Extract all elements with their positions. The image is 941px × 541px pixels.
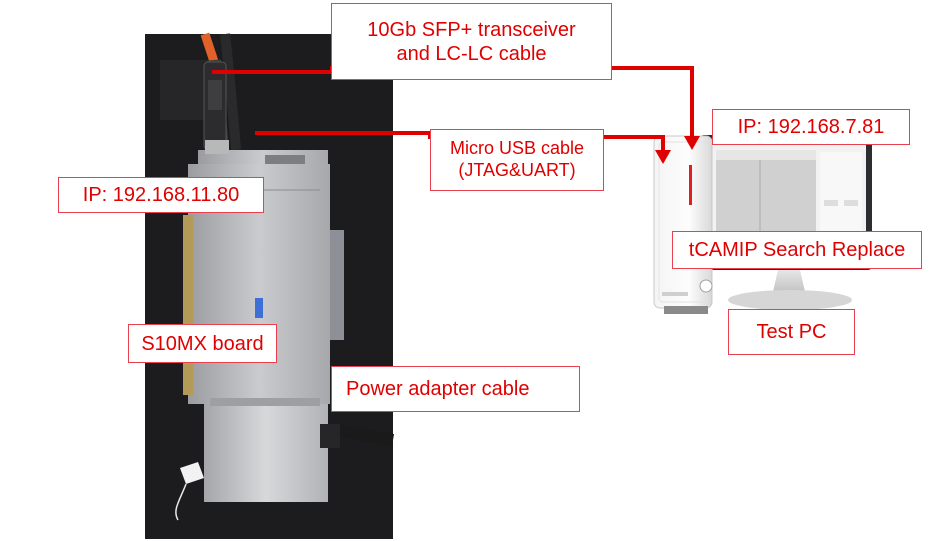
pc-label-text: Test PC xyxy=(756,321,827,343)
power-label-text: Power adapter cable xyxy=(346,378,530,400)
sfp-label-line1: 10Gb SFP+ transceiver xyxy=(367,18,576,41)
usb-label-line2: (JTAG&UART) xyxy=(458,160,576,180)
white-tag xyxy=(180,462,204,484)
pc-ip-text: IP: 192.168.7.81 xyxy=(737,116,885,138)
sfp-arrowhead xyxy=(684,136,700,150)
power-label: Power adapter cable xyxy=(331,366,580,412)
board-lower xyxy=(204,404,328,502)
sfp-label-line2: and LC-LC cable xyxy=(396,42,547,65)
usb-arrowhead xyxy=(655,150,671,164)
usb-label: Micro USB cable (JTAG&UART) xyxy=(430,129,604,191)
board-label-text: S10MX board xyxy=(141,332,264,355)
board-label: S10MX board xyxy=(128,324,277,363)
pc-label: Test PC xyxy=(728,309,855,355)
board-ip-text: IP: 192.168.11.80 xyxy=(82,184,240,206)
usb-label-line1: Micro USB cable xyxy=(449,138,585,159)
app-label-text: tCAMIP Search Replace xyxy=(688,239,906,261)
pc-ip-label: IP: 192.168.7.81 xyxy=(712,109,910,145)
monitor-stand xyxy=(772,270,806,296)
sfp-label: 10Gb SFP+ transceiver and LC-LC cable xyxy=(331,3,612,80)
app-label: tCAMIP Search Replace xyxy=(672,231,922,269)
board-ip-label: IP: 192.168.11.80 xyxy=(58,177,264,213)
